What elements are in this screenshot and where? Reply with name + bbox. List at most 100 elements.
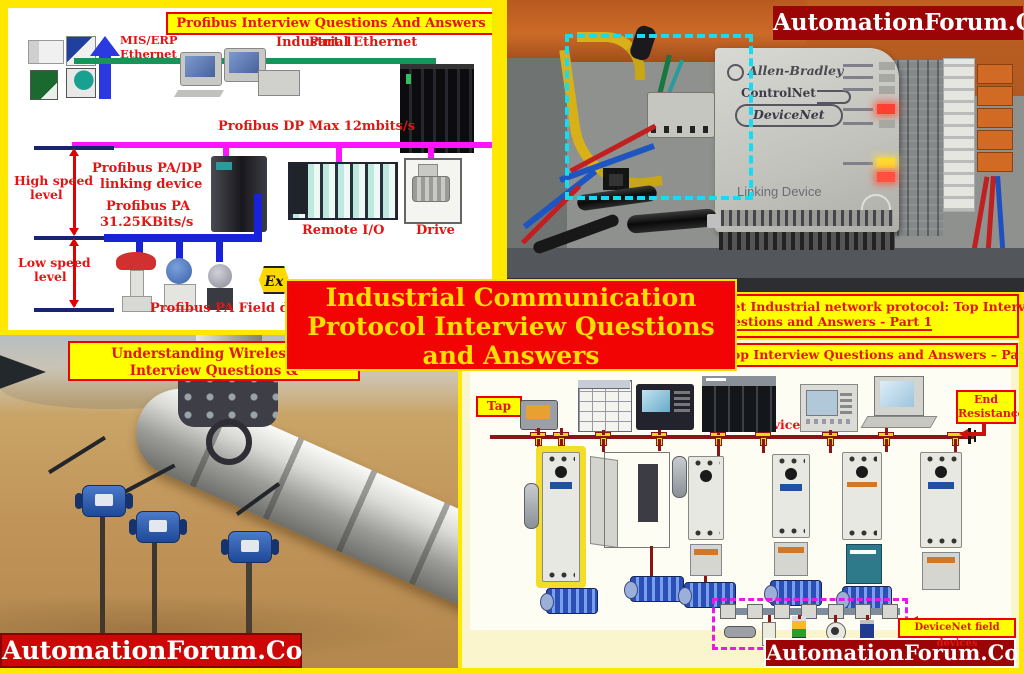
devicenet-diagram-panel: ol: Top Interview Questions and Answers … [462, 340, 1019, 668]
level-line-bottom [34, 308, 114, 312]
dial [935, 466, 947, 478]
end-resistance-line2: Resistance [958, 407, 1019, 420]
drop-line [717, 432, 720, 435]
stack-green [792, 629, 806, 637]
site-banner-text: AutomationForum.Co [2, 636, 303, 665]
hmi-screen [526, 405, 550, 419]
operator-buttons [806, 419, 850, 424]
desktop-screen [880, 381, 914, 407]
rail-block [801, 604, 817, 619]
end-resistance-label: End Resistance [956, 390, 1019, 424]
terminal-block [977, 130, 1013, 150]
drop-line [829, 430, 832, 435]
drop-line [602, 430, 605, 435]
terminator-mark [974, 430, 976, 442]
device-base-vent [719, 232, 895, 250]
drive-label: Drive [416, 223, 455, 238]
opc-logo-icon [28, 40, 64, 64]
pa-transmitter-1 [166, 258, 192, 284]
contactor [690, 544, 722, 576]
pa-transmitter-2 [208, 264, 232, 288]
mounting-pole [152, 541, 157, 668]
up-arrow-shaft [99, 55, 111, 99]
contactor [774, 542, 808, 576]
terminator-mark [968, 428, 971, 444]
panel-left-shadow [507, 58, 567, 254]
device-controlnet: ControlNet [741, 86, 816, 100]
drop-line [704, 576, 707, 582]
tap-label-text: Tap [487, 399, 511, 413]
transmitter-display [95, 494, 113, 506]
terminals [692, 529, 720, 537]
high-speed-label-2: level [30, 187, 63, 202]
controlnet-caption-banner: eNet Industrial network protocol: Top In… [705, 294, 1024, 338]
site-banner-top-right: AutomationForum.Co [773, 6, 1024, 40]
led-red [877, 172, 895, 182]
device-vent [721, 210, 893, 226]
high-speed-label-1: High speed [14, 173, 94, 188]
terminals [692, 459, 720, 467]
antenna [47, 435, 107, 475]
profibus-pa-bus [104, 234, 262, 242]
profibus-title-banner: Profibus Interview Questions And Answers… [166, 12, 492, 50]
rj45-inner [609, 174, 623, 186]
site-banner-text: AutomationForum.Co [766, 640, 1019, 665]
led-off [879, 86, 895, 94]
drop-line [885, 428, 888, 435]
workstation-screen [185, 56, 215, 77]
mis-erp-label-1: MIS/ERP [120, 33, 178, 47]
wirelesshart-title-1: Understanding WirelessHA [111, 346, 317, 362]
pa-dp-device-label-strip [216, 162, 232, 170]
contactor [922, 552, 960, 590]
drop-line [885, 439, 888, 452]
led-label [843, 122, 873, 125]
controlnet-arrow-icon [817, 90, 851, 104]
devicenet-capsule [735, 104, 843, 127]
dp-drop-linkdev [223, 148, 229, 158]
end-arrow-line [982, 424, 986, 434]
operator-screen [806, 390, 838, 416]
high-speed-arrow [73, 154, 76, 234]
center-title-line1: Industrial Communication [325, 283, 697, 312]
bnc-tee-connector [626, 208, 718, 234]
drop-line [560, 439, 563, 449]
arrowhead-down [69, 300, 79, 308]
led-off [879, 74, 895, 82]
control-panel-keys [674, 390, 690, 412]
ex-hazard-icon: Ex [258, 266, 290, 294]
drop-line [717, 439, 720, 456]
center-title-line3: and Answers [422, 341, 600, 370]
led-label [843, 76, 873, 79]
orange-stripe [846, 482, 878, 487]
green-book-icon [30, 70, 58, 100]
terminals [776, 527, 806, 535]
linking-device: Allen-Bradley ControlNet DeviceNet Linki… [715, 48, 899, 232]
rail-block [882, 604, 898, 619]
terminal-block [977, 108, 1013, 128]
pa-drop-3 [216, 242, 223, 262]
photo-eye-lens [831, 627, 839, 635]
drive-motor-body [412, 176, 450, 202]
pa-dp-label-1: Profibus PA/DP [92, 161, 202, 176]
brand-badge [549, 482, 573, 489]
terminals [924, 455, 958, 463]
capsule-sensor [524, 483, 539, 529]
pa-speed-label-2: 31.25KBits/s [100, 215, 194, 230]
low-speed-arrow [73, 244, 76, 306]
control-valve-body [122, 296, 152, 312]
low-speed-label-1: Low speed [18, 255, 91, 270]
plc-logo-dash [706, 378, 726, 381]
remote-io-cpu [290, 164, 308, 214]
mis-erp-label-2: Ethernet [120, 47, 177, 61]
pa-drop-1 [136, 242, 143, 256]
drop-line [762, 439, 765, 453]
workstation-keyboard [173, 90, 225, 97]
terminals [846, 529, 878, 537]
motor-starter [842, 452, 882, 540]
motor [624, 576, 684, 602]
end-arrow-line [968, 432, 986, 436]
arrowhead-up [69, 238, 79, 246]
end-arrowhead [959, 429, 968, 439]
drop-line [954, 439, 957, 452]
low-speed-label-2: level [34, 269, 67, 284]
